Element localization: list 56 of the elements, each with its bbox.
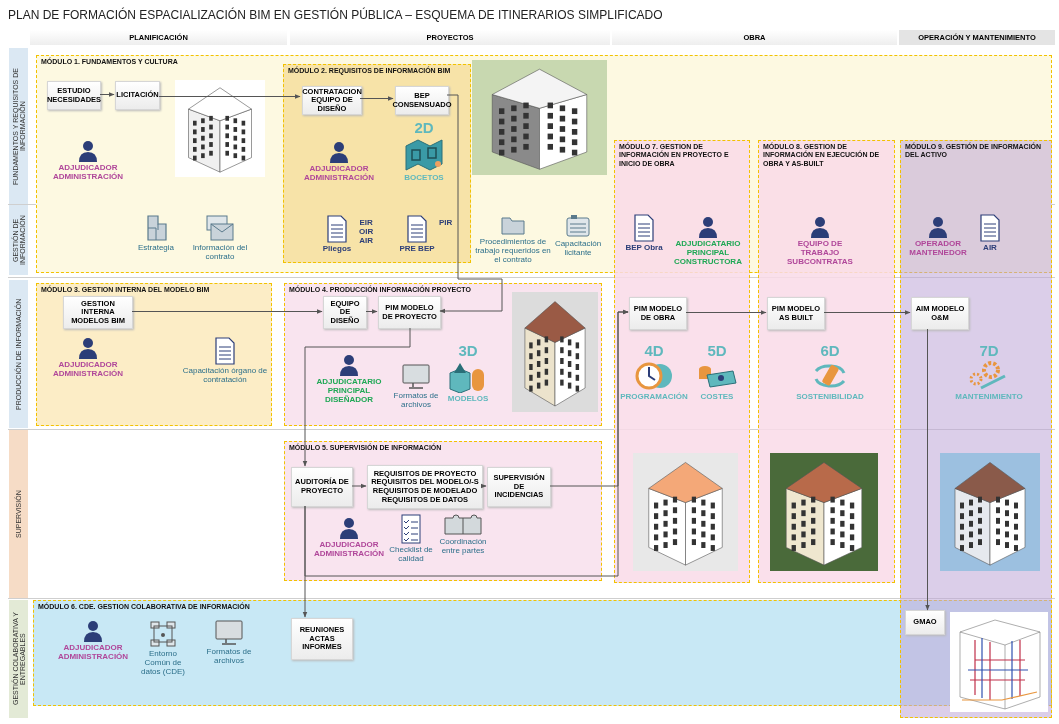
dimension-label: 7D [979,343,999,360]
role-label: ADJUDICADOR ADMINISTRACIÓN [51,163,125,182]
role-label: ADJUDICADOR ADMINISTRACIÓN [51,360,125,379]
arrow [823,310,911,315]
role-label: EQUIPO DE TRABAJO SUBCONTRATAS [786,239,854,267]
node-label: Pliegos [322,244,352,254]
role-label: ADJUDICADOR ADMINISTRACIÓN [302,164,376,183]
node-label: BOCETOS [404,172,444,182]
node-label: BEP Obra [625,243,663,253]
dimension-label: 6D [820,343,840,360]
arrow [131,309,323,314]
arrow [302,505,308,618]
module-panel [284,441,602,581]
arrow [925,328,930,611]
node-label: Checklist de calidad [389,545,433,564]
arrow [365,309,378,314]
node-label: Coordinación entre partes [438,537,488,556]
module-panel [36,283,272,426]
role-label: OPERADOR MANTENEDOR [908,239,968,258]
dimension-label: 4D [644,343,664,360]
node-label: SOSTENIBILIDAD [796,391,864,401]
node-label: Información del contrato [191,243,249,262]
node-label: COSTES [700,391,734,401]
node-label: AIR [983,243,997,253]
arrow [351,483,367,489]
arrow [99,92,115,97]
arrow [302,327,411,467]
arrow [685,310,767,315]
role-label: ADJUDICATARIO PRINCIPAL CONSTRUCTORA [673,239,743,267]
node-label: Capacitación licitante [553,239,603,258]
role-label: ADJUDICATARIO PRINCIPAL DISEÑADOR [315,377,383,405]
arrow [158,94,301,99]
dimension-label: 5D [707,343,727,360]
node-label: Estrategia [138,243,174,253]
node-label: PROGRAMACIÓN [620,391,688,401]
node-label: MANTENIMIENTO [955,391,1023,401]
arrow [480,483,487,489]
dimension-label: 2D [414,120,434,137]
arrow [304,309,629,577]
arrow [439,94,503,314]
node-label: Formatos de archivos [392,391,440,410]
node-label: Formatos de archivos [205,647,253,666]
arrow [359,96,394,101]
module-panel [283,64,471,263]
role-label: ADJUDICADOR ADMINISTRACIÓN [56,643,130,662]
dimension-label: 3D [458,343,478,360]
node-label: Entorno Común de datos (CDE) [140,649,186,677]
node-label: PRE BEP [399,244,435,254]
node-label: MODELOS [447,393,489,403]
diagram-title: PLAN DE FORMACIÓN ESPACIALIZACIÓN BIM EN GESTIÓN PÚBLICA – ESQUEMA DE ITINERARIOS SIMPLIFICADO [8,8,663,22]
module-panel [33,600,1052,706]
side-label: EIR OIR AIR [359,218,374,246]
node-label: Procedimientos de trabajo requeridos en el contrato [475,237,551,265]
role-label: ADJUDICADOR ADMINISTRACIÓN [312,540,386,559]
node-label: Capacitación órgano de contratación [181,366,269,385]
side-label: PIR [439,218,453,228]
